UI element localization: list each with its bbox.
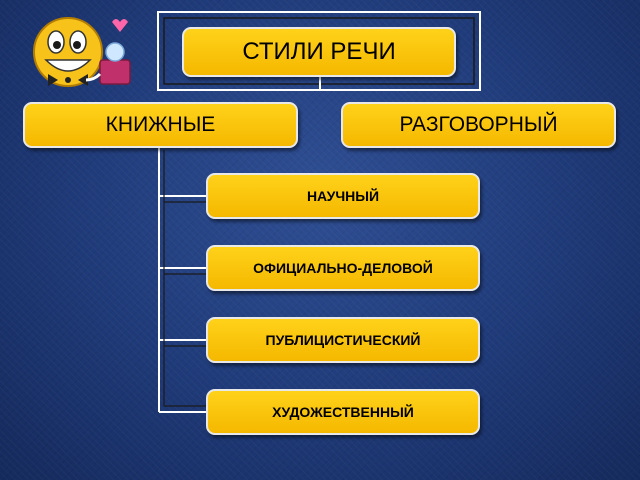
style-official-business: ОФИЦИАЛЬНО-ДЕЛОВОЙ xyxy=(206,245,480,291)
style-scientific: НАУЧНЫЙ xyxy=(206,173,480,219)
style-journalistic: ПУБЛИЦИСТИЧЕСКИЙ xyxy=(206,317,480,363)
category-bookish: КНИЖНЫЕ xyxy=(23,102,298,148)
smiley-with-gift-icon xyxy=(33,17,131,87)
category-colloquial: РАЗГОВОРНЫЙ xyxy=(341,102,616,148)
diagram-title: СТИЛИ РЕЧИ xyxy=(182,27,456,77)
style-artistic: ХУДОЖЕСТВЕННЫЙ xyxy=(206,389,480,435)
